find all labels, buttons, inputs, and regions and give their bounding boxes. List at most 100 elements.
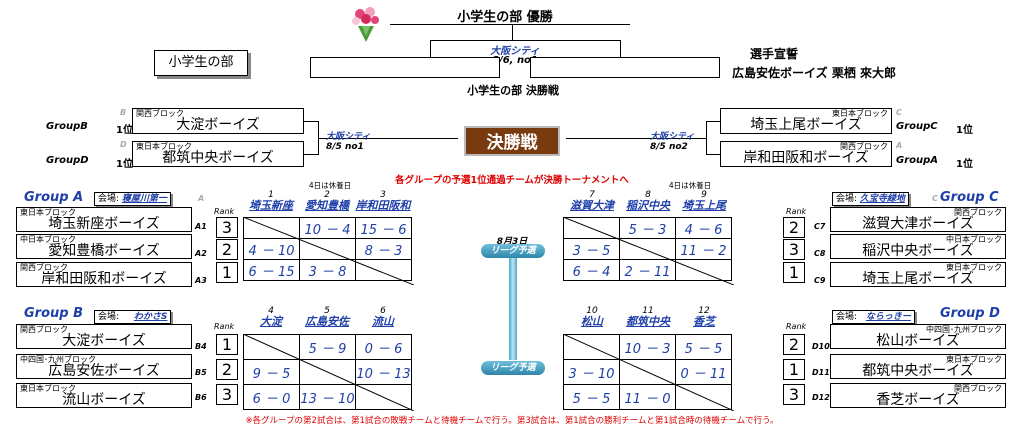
group-c-diagonal — [563, 217, 734, 285]
group-c-title: Group C — [940, 190, 999, 205]
semi-left-date: 8/5 no1 — [326, 142, 364, 152]
group-b-diagonal — [243, 334, 414, 411]
group-c-cell — [675, 259, 732, 281]
group-c-cell: 2 － 11 — [619, 259, 676, 281]
group-a-rank-label: Rank — [214, 207, 235, 216]
section-label: 小学生の部 — [154, 50, 248, 76]
semi-right-venue: 大阪シティ — [650, 132, 695, 142]
rest-day-left: 4日は休養日 — [308, 181, 352, 190]
group-d-diagonal — [563, 334, 734, 411]
group-c-rank-2: 3 — [783, 239, 805, 260]
group-c-cell: 11 － 2 — [675, 238, 732, 260]
rest-day-right: 4日は休養日 — [668, 181, 712, 190]
group-a-team-1: 東日本ブロック埼玉新座ボーイズ — [16, 207, 192, 232]
league-connector — [509, 250, 517, 360]
group-d-cell: 11 － 0 — [619, 384, 676, 410]
group-a-team-3: 関西ブロック岸和田阪和ボーイズ — [16, 262, 192, 287]
group-b-team-1: 関西ブロック大淀ボーイズ — [16, 324, 192, 349]
group-a-cell: 3 － 8 — [299, 259, 356, 281]
league-pill-bottom: リーグ予選 — [481, 361, 545, 375]
semi-right-date: 8/5 no2 — [650, 142, 688, 152]
league-pill-top: リーグ予選 — [481, 244, 545, 258]
group-a-rank-2: 2 — [216, 239, 238, 260]
final-slot-right — [530, 57, 720, 78]
group-b-team-3: 東日本ブロック流山ボーイズ — [16, 383, 192, 408]
bouquet-icon — [346, 4, 386, 44]
winner-label: 小学生の部 優勝 — [457, 10, 553, 25]
group-d-cell: 10 － 3 — [619, 334, 676, 360]
semi-right-team-1: 東日本ブロック 埼玉上尾ボーイズ — [720, 108, 892, 134]
group-b-cell: 13 － 10 — [299, 384, 356, 410]
group-b-team-2: 中四国･九州ブロック広島安佐ボーイズ — [16, 354, 192, 379]
group-a-cell: 8 － 3 — [355, 238, 412, 260]
semi-left-group-2: GroupD — [46, 155, 89, 166]
group-a-rank-3: 1 — [216, 262, 238, 283]
group-c-rank-1: 2 — [783, 217, 805, 238]
final-label: 小学生の部 決勝戦 — [467, 84, 559, 97]
group-a-cell: 10 － 4 — [299, 217, 356, 239]
group-b-rank-3: 3 — [216, 384, 238, 405]
group-c-rank-label: Rank — [786, 207, 807, 216]
final-slot-left — [310, 57, 500, 78]
semi-left-team-1: 関西ブロック 大淀ボーイズ — [132, 108, 304, 134]
group-d-rank-2: 1 — [783, 359, 805, 380]
group-d-cell: 5 － 5 — [563, 384, 620, 410]
group-a-cell — [355, 259, 412, 281]
group-a-rank-1: 3 — [216, 217, 238, 238]
semi-right-code-2: A — [896, 141, 903, 150]
semi-left-venue: 大阪シティ — [326, 132, 371, 142]
group-a-venue: 会場: 寝屋川第一 — [94, 192, 171, 206]
group-c-team-1: 関西ブロック滋賀大津ボーイズ — [830, 207, 1006, 232]
group-b-cell: 6 － 0 — [243, 384, 300, 410]
group-b-rank-1: 1 — [216, 334, 238, 355]
semi-right-code-1: C — [896, 108, 902, 117]
group-d-rank-label: Rank — [786, 322, 807, 331]
oath-name: 広島安佐ボーイズ 栗栖 來大郎 — [732, 66, 896, 80]
group-d-team-2: 東日本ブロック都筑中央ボーイズ — [830, 354, 1006, 379]
oath-title: 選手宣誓 — [750, 47, 799, 61]
group-c-rank-3: 1 — [783, 262, 805, 283]
group-d-rank-1: 2 — [783, 334, 805, 355]
group-d-cell: 5 － 5 — [675, 334, 732, 360]
group-c-venue: 会場: 久宝寺緑地 — [832, 192, 909, 206]
semi-right-rank-1: 1位 — [956, 125, 973, 136]
semi-left-team-2: 東日本ブロック 都筑中央ボーイズ — [132, 141, 304, 167]
footnote: ※各グループの第2試合は、第1試合の敗戦チームと待機チームで行う。第3試合は、第… — [245, 416, 779, 426]
group-c-team-2: 中日本ブロック稲沢中央ボーイズ — [830, 234, 1006, 259]
semi-left-code-1: B — [120, 108, 127, 117]
semi-left-rank-2: 1位 — [116, 159, 133, 170]
group-b-rank-label: Rank — [214, 322, 235, 331]
group-c-team-3: 東日本ブロック埼玉上尾ボーイズ — [830, 262, 1006, 287]
final-date: 8/6, no1 — [492, 55, 538, 66]
group-b-rank-2: 2 — [216, 359, 238, 380]
group-b-title: Group B — [24, 306, 84, 321]
group-d-team-3: 関西ブロック香芝ボーイズ — [830, 383, 1006, 408]
group-c-cell: 3 － 5 — [563, 238, 620, 260]
semifinal-title: 決勝戦 — [464, 126, 560, 156]
group-b-cell: 0 － 6 — [355, 334, 412, 360]
group-a-diagonal — [243, 217, 414, 285]
group-d-venue: 会場: ならっきー — [832, 310, 915, 324]
final-venue: 大阪シティ — [490, 46, 540, 57]
league-date: 8月3日 — [496, 237, 528, 247]
semi-left-code-2: D — [120, 140, 127, 149]
group-a-title: Group A — [24, 190, 84, 205]
group-a-team-2: 中日本ブロック愛知豊橋ボーイズ — [16, 234, 192, 259]
semi-left-rank-1: 1位 — [116, 125, 133, 136]
semi-left-group-1: GroupB — [46, 121, 88, 132]
group-b-venue: 会場: わかさS — [94, 310, 172, 324]
semi-right-group-2: GroupA — [896, 155, 939, 166]
group-d-team-1: 中四国･九州ブロック松山ボーイズ — [830, 324, 1006, 349]
group-d-cell: 0 － 11 — [675, 359, 732, 385]
